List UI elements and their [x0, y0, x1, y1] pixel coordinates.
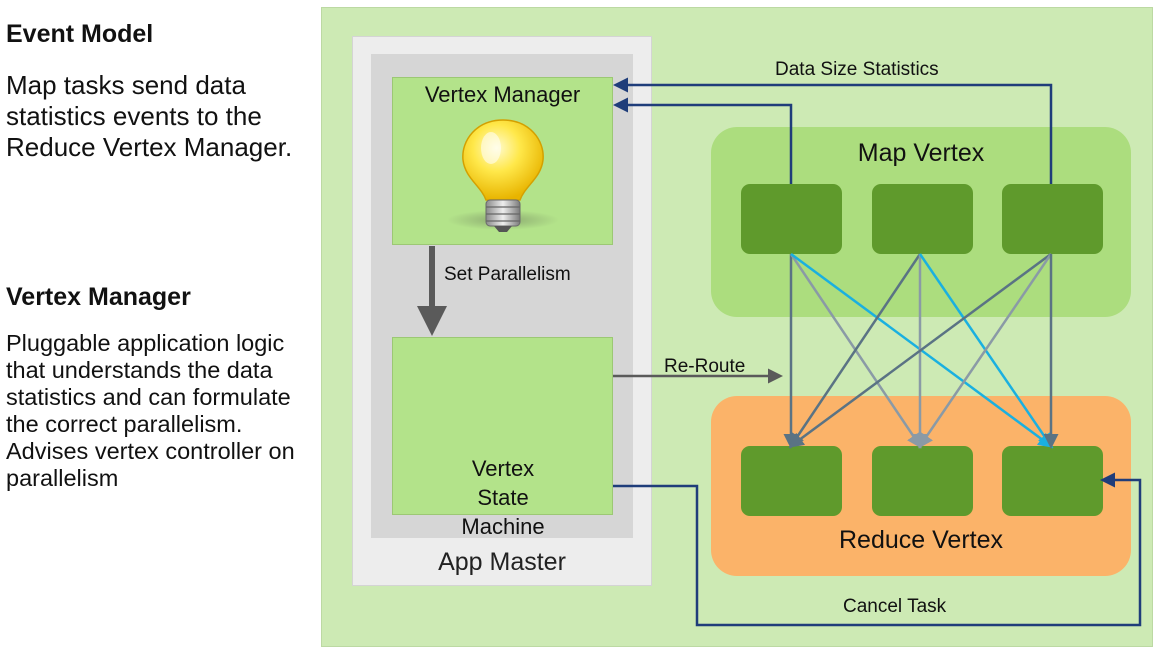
app-master-label: App Master: [438, 548, 566, 576]
reduce-task-2: [872, 446, 973, 516]
lightbulb-icon: [447, 119, 559, 232]
edge-m3-r1: [788, 252, 1052, 448]
reduce-task-3: [1002, 446, 1103, 516]
vertex-state-machine-box: Vertex State Machine: [392, 337, 613, 539]
map-vertex-label: Map Vertex: [857, 139, 985, 167]
vertex-manager-box: Vertex Manager: [392, 77, 613, 245]
vertex-manager-text: Pluggable application logic that underst…: [6, 330, 295, 491]
map-task-1: [741, 184, 842, 254]
vertex-manager-label: Vertex Manager: [424, 82, 581, 107]
re-route-label: Re-Route: [664, 356, 746, 377]
stats-arrow-inner: [613, 97, 793, 184]
cancel-task-label: Cancel Task: [843, 596, 947, 617]
reduce-vertex-label: Reduce Vertex: [839, 526, 1003, 554]
cancel-task-arrow: [613, 472, 1142, 627]
set-parallelism-label: Set Parallelism: [444, 264, 571, 285]
data-size-statistics-label: Data Size Statistics: [775, 59, 939, 80]
event-model-heading: Event Model: [6, 20, 154, 48]
edge-m3-r2: [918, 253, 1053, 449]
event-model-text: Map tasks send data statistics events to…: [6, 70, 293, 162]
reduce-task-1: [741, 446, 842, 516]
stats-arrow-outer: [613, 77, 1053, 184]
map-task-3: [1002, 184, 1103, 254]
vertex-manager-heading: Vertex Manager: [6, 283, 191, 311]
map-task-2: [872, 184, 973, 254]
edge-m2-r1: [789, 253, 922, 449]
vertex-state-machine-label: Vertex State Machine: [461, 456, 545, 539]
